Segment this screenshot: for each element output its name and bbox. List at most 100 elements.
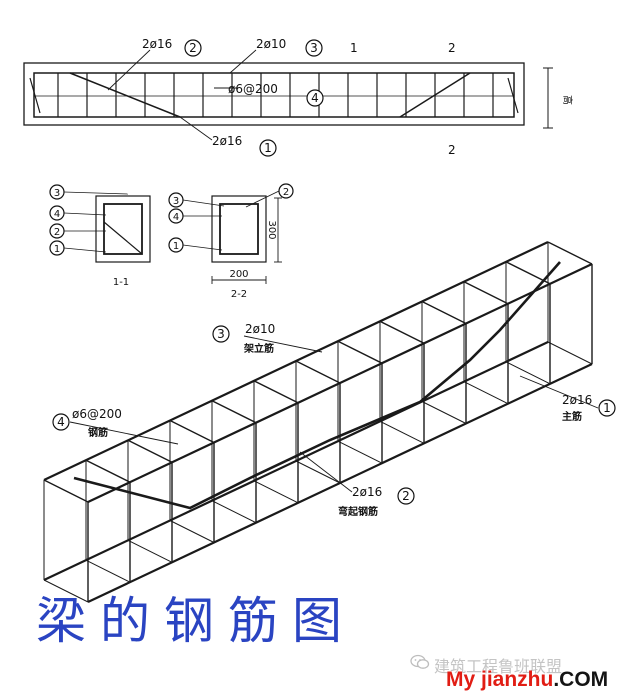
iso-stirrup-bottom xyxy=(463,381,509,405)
iso-stirrup-bottom xyxy=(43,579,89,603)
leader-sec1-1 xyxy=(63,247,107,253)
site-brand-tld: .COM xyxy=(553,668,609,691)
id-circle-iso-erect xyxy=(212,325,230,343)
watermark-text: 建筑工程鲁班联盟 xyxy=(434,657,563,676)
label-stirrup: ø6@200 xyxy=(228,82,278,96)
leader-sec2-1 xyxy=(182,244,223,251)
section-1-caption: 1-1 xyxy=(113,277,129,288)
id-circle-iso-stirrup xyxy=(52,413,70,431)
iso-stirrup-name: 钢筋 xyxy=(88,426,108,439)
id-sec2-2: 2 xyxy=(283,187,289,198)
section-1-outline xyxy=(95,195,151,263)
id-sec2-1: 1 xyxy=(173,241,179,252)
id-iso-bent: 2 xyxy=(402,489,410,503)
id-sec1-4: 4 xyxy=(54,209,60,220)
iso-bent-spec: 2ø16 xyxy=(352,485,382,499)
iso-stirrup-top xyxy=(43,479,89,503)
site-brand: My jianzhu.COM xyxy=(446,668,608,692)
hook-left xyxy=(29,77,41,114)
iso-main-name: 主筋 xyxy=(562,410,582,423)
id-sec1-2: 2 xyxy=(54,227,60,238)
section-2-outline xyxy=(211,195,267,263)
section-1-1: 3 4 2 1 1-1 xyxy=(49,184,151,288)
id-iso-stirrup: 4 xyxy=(57,415,65,429)
sec2-width-text: 200 xyxy=(229,269,248,280)
iso-stirrup-top xyxy=(421,300,467,325)
id-sec1-1: 1 xyxy=(54,244,60,255)
iso-stirrup-top xyxy=(295,360,341,384)
iso-stirrup-bottom xyxy=(85,559,131,583)
iso-stirrup-top xyxy=(211,400,257,424)
id-iso-erect: 3 xyxy=(217,327,225,341)
iso-stirrup-bottom xyxy=(505,361,551,385)
bent-bar-right xyxy=(399,72,471,118)
iso-stirrup-top xyxy=(547,241,593,265)
iso-stirrup-top xyxy=(463,281,509,305)
label-stirrup-top: 2ø10 xyxy=(256,37,286,51)
iso-stirrup-bottom xyxy=(295,460,341,484)
id-sec2-3: 3 xyxy=(173,196,179,207)
iso-stirrup-top xyxy=(169,419,215,444)
bent-bar-left xyxy=(69,72,181,118)
id-circle-sec1-1 xyxy=(49,240,65,256)
page-title: 梁的钢筋图 xyxy=(36,592,356,650)
iso-stirrup-top xyxy=(379,320,425,344)
id-bottom-rebar: 1 xyxy=(264,141,272,155)
id-circle-iso-bent xyxy=(397,487,415,505)
iso-stirrup-top xyxy=(85,459,131,483)
iso-stirrup-top xyxy=(127,439,173,463)
label-bottom-rebar: 2ø16 xyxy=(212,134,242,148)
section-2-2: 3 4 1 2 300 200 2-2 xyxy=(168,183,294,300)
section-mark-2: 2 xyxy=(448,41,456,55)
iso-cage-lines xyxy=(43,241,593,603)
wechat-icon xyxy=(410,654,430,669)
leader-sec2-3 xyxy=(182,199,225,207)
iso-stirrup-top xyxy=(253,380,299,404)
iso-stirrup-bottom xyxy=(337,440,383,464)
id-stirrup-top: 3 xyxy=(310,41,318,55)
id-circle-stirrup xyxy=(306,89,324,107)
id-stirrup: 4 xyxy=(311,91,319,105)
leader-iso-bent xyxy=(299,451,353,493)
isometric-rebar-cage: 3 2ø10 架立筋 4 ø6@200 钢筋 1 2ø16 主筋 2 2ø16 … xyxy=(43,241,616,603)
iso-stirrup-bottom xyxy=(421,401,467,424)
id-sec1-3: 3 xyxy=(54,188,60,199)
hook-right xyxy=(507,77,519,114)
stirrup-cage-outline xyxy=(33,72,515,118)
iso-stirrup-spec: ø6@200 xyxy=(72,407,122,421)
iso-stirrup-bottom xyxy=(127,539,173,563)
iso-stirrup-bottom xyxy=(169,520,215,543)
id-circle-bottom-rebar xyxy=(259,139,277,157)
section-1-stirrup xyxy=(103,203,143,255)
height-label: 高 xyxy=(561,95,574,105)
sec2-height-text: 300 xyxy=(266,220,277,239)
leader-sec1-4 xyxy=(63,212,107,216)
elevation-stirrups xyxy=(57,73,494,117)
iso-stirrup-bottom xyxy=(253,480,299,504)
id-sec2-4: 4 xyxy=(173,212,179,223)
leader-iso-stirrup xyxy=(69,421,179,445)
iso-stirrup-bottom xyxy=(379,420,425,444)
beam-elevation: 高 2ø16 2 2ø10 3 1 2 2 ø6@200 4 2ø16 1 xyxy=(23,37,574,157)
iso-stirrup-top xyxy=(337,340,383,364)
id-circle-sec1-3 xyxy=(49,184,65,200)
footer-branding: 建筑工程鲁班联盟 My jianzhu.COM xyxy=(404,650,634,694)
iso-bent-name: 弯起钢筋 xyxy=(338,505,378,518)
iso-longitudinal-bar xyxy=(43,341,549,581)
iso-bent-bar xyxy=(73,261,561,510)
leader-iso-main xyxy=(519,375,599,409)
leader-stirrup-top xyxy=(229,49,257,74)
section-mark-2-bottom: 2 xyxy=(448,143,456,157)
id-iso-main: 1 xyxy=(603,401,611,415)
id-top-rebar: 2 xyxy=(189,41,197,55)
iso-erect-name: 架立筋 xyxy=(243,342,274,355)
section-mark-1: 1 xyxy=(350,41,358,55)
section-2-caption: 2-2 xyxy=(231,289,247,300)
leader-top-rebar xyxy=(107,49,151,91)
id-circle-top-rebar xyxy=(184,39,202,57)
leader-sec1-3 xyxy=(63,191,129,195)
iso-longitudinal-bar xyxy=(43,241,549,481)
label-top-rebar: 2ø16 xyxy=(142,37,172,51)
id-circle-iso-main xyxy=(598,399,616,417)
